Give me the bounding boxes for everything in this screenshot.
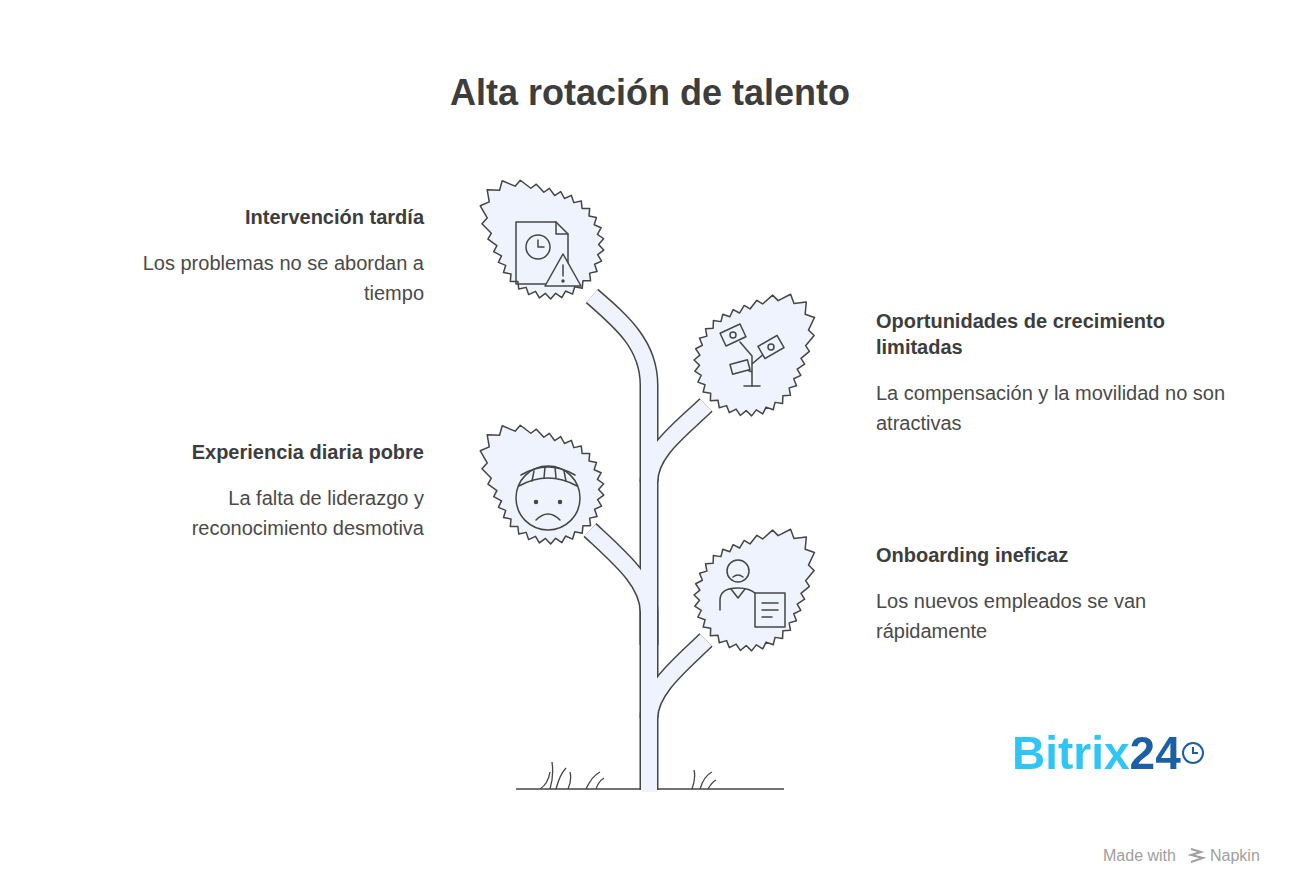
- leaf-node: Oportunidades de crecimiento limitadasLa…: [670, 287, 1240, 437]
- stem-branch: [649, 640, 706, 718]
- clock-hands: [538, 240, 544, 247]
- brand-clock-face: [1183, 743, 1203, 763]
- brand-watermark: Bitrix24: [1012, 728, 1181, 778]
- leaf-node: Intervención tardíaLos problemas no se a…: [100, 178, 620, 308]
- plant-twigs: [740, 342, 766, 386]
- warning-mark: [562, 265, 564, 276]
- leaf-shape: [694, 529, 814, 651]
- napkin-logo: [1191, 849, 1203, 862]
- money-plant-icon: [720, 324, 784, 386]
- bandaged-sad-face-icon: [516, 466, 580, 530]
- leaf-text-block: Onboarding ineficazLos nuevos empleados …: [876, 542, 1236, 646]
- leaf-text-block: Experiencia diaria pobre La falta de lide…: [104, 439, 424, 543]
- bill-coin: [768, 344, 774, 350]
- face-eye: [559, 501, 562, 504]
- plant-pot: [744, 385, 760, 387]
- face-outline: [516, 466, 580, 530]
- stem-branch: [649, 640, 706, 718]
- grass-tuft: [540, 762, 716, 789]
- document-fold: [556, 222, 568, 234]
- leaf-text-block: Oportunidades de crecimiento limitadasLa…: [876, 308, 1236, 438]
- bill: [720, 324, 746, 346]
- bill: [730, 360, 750, 374]
- document-outline: [516, 222, 568, 284]
- face-frown: [536, 514, 560, 520]
- leaf-heading: Intervención tardía: [104, 204, 424, 230]
- brand-clock-icon: [1183, 743, 1203, 763]
- person-collar: [731, 589, 745, 598]
- bandage-stripes: [532, 467, 566, 481]
- leaf-heading: Onboarding ineficaz: [876, 542, 1236, 568]
- head-bandage: [519, 467, 577, 486]
- stem-branch: [590, 530, 649, 645]
- stem-fill: [590, 296, 706, 792]
- leaf-node: Experiencia diaria pobre La falta de lide…: [100, 420, 620, 550]
- leaf-description: La falta de liderazgo y reconocimiento d…: [104, 483, 424, 543]
- leaf-shape: [480, 180, 604, 299]
- person-frown: [733, 575, 743, 577]
- person-body: [720, 588, 756, 610]
- leaf-heading: Oportunidades de crecimiento limitadas: [876, 308, 1236, 360]
- clock-face: [526, 235, 550, 259]
- brand-clock-hands: [1193, 747, 1198, 753]
- leaf-node: Onboarding ineficazLos nuevos empleados …: [670, 522, 1240, 657]
- document-outline: [755, 593, 785, 627]
- person-head: [727, 560, 749, 582]
- leaf-shape: [480, 425, 604, 544]
- leaf-outline: [100, 178, 620, 308]
- bill: [758, 335, 784, 358]
- diagram-title: Alta rotación de talento: [0, 71, 1300, 115]
- face-eye: [535, 501, 538, 504]
- stem-branch: [649, 405, 706, 482]
- warning-dot: [562, 280, 564, 282]
- bill-coin: [730, 332, 736, 338]
- leaf-description: Los problemas no se abordan a tiempo: [104, 248, 424, 308]
- leaf-description: La compensación y la movilidad no son at…: [876, 378, 1236, 438]
- sad-person-document-icon: [720, 560, 785, 627]
- made-with-note: Made with: [1103, 846, 1176, 866]
- document-clock-warning-icon: [516, 222, 581, 286]
- leaf-shape: [694, 294, 814, 416]
- stem-branch: [649, 405, 706, 482]
- napkin-brand: Napkin: [1210, 846, 1260, 866]
- leaf-description: Los nuevos empleados se van rápidamente: [876, 586, 1236, 646]
- document-lines: [762, 603, 778, 617]
- stem-branch: [590, 530, 649, 645]
- warning-triangle: [545, 254, 581, 286]
- leaf-heading: Experiencia diaria pobre: [104, 439, 424, 465]
- leaf-text-block: Intervención tardíaLos problemas no se a…: [104, 204, 424, 308]
